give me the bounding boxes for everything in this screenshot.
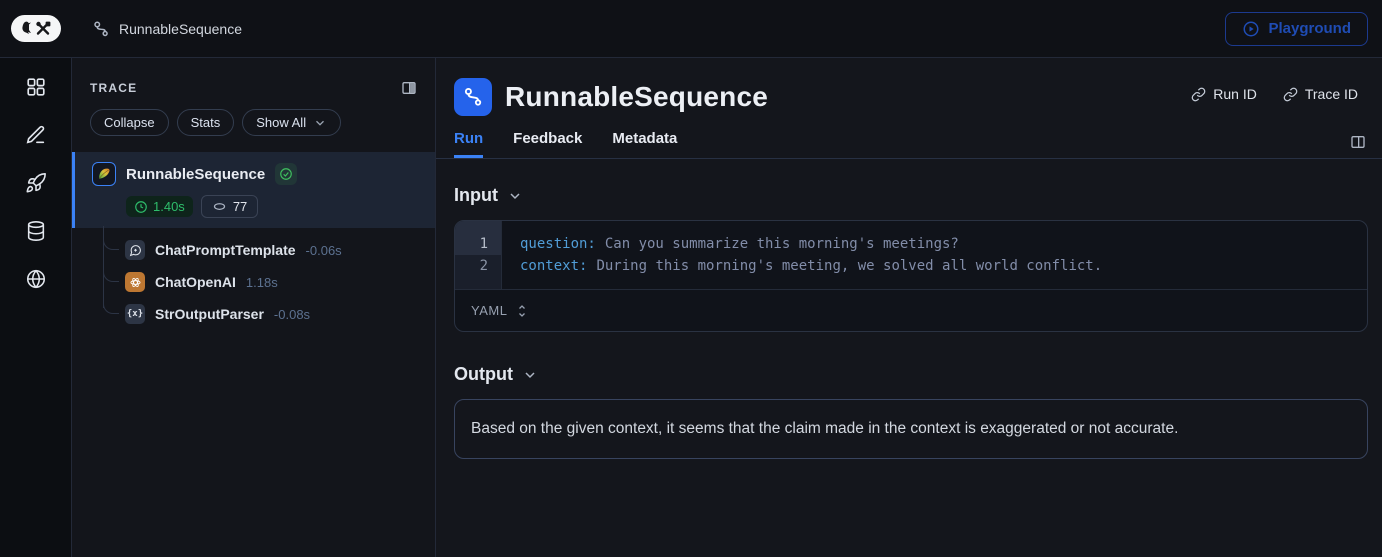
hub-globe-icon[interactable] <box>23 266 49 292</box>
trace-node-latency: -0.08s <box>273 306 311 322</box>
link-icon <box>1283 87 1298 102</box>
yaml-value: Can you summarize this morning's meeting… <box>604 236 959 252</box>
page-title: RunnableSequence <box>505 81 769 112</box>
output-section-header[interactable]: Output <box>454 364 1368 385</box>
play-circle-icon <box>1243 21 1259 36</box>
yaml-key: question: <box>520 236 596 252</box>
latency-badge: 1.40s <box>126 196 193 217</box>
trace-id-label: Trace ID <box>1304 86 1358 102</box>
annotation-pencil-icon[interactable] <box>23 122 49 148</box>
show-all-label: Show All <box>256 115 307 130</box>
run-id-label: Run ID <box>1213 86 1257 102</box>
langsmith-logo[interactable] <box>11 15 61 42</box>
deployments-rocket-icon[interactable] <box>23 170 49 196</box>
tree-elbow-line <box>103 258 119 282</box>
run-content: Input 1 2 question: Can you summarize thi… <box>436 159 1382 557</box>
stats-button-label: Stats <box>190 115 221 130</box>
breadcrumb: RunnableSequence <box>72 20 1225 38</box>
trace-node-runnablesequence[interactable]: RunnableSequence 1.40s <box>72 152 435 228</box>
collapse-button-label: Collapse <box>104 115 155 130</box>
run-detail-panel: RunnableSequence Run ID <box>436 58 1382 557</box>
trace-node-latency: -0.06s <box>305 242 342 258</box>
code-line: question: Can you summarize this morning'… <box>520 233 1367 255</box>
chevron-updown-icon <box>516 304 528 318</box>
trace-node-name: ChatOpenAI <box>155 274 236 290</box>
trace-node-name: ChatPromptTemplate <box>155 242 296 258</box>
success-check-icon <box>275 163 298 185</box>
parrot-and-tools-icon <box>22 21 51 35</box>
trace-node-latency: 1.18s <box>245 274 278 290</box>
output-heading: Output <box>454 364 513 384</box>
chevron-down-icon <box>507 188 523 204</box>
latency-value: 1.40s <box>153 199 185 214</box>
nav-rail <box>0 58 72 557</box>
clock-icon <box>135 200 147 213</box>
sequence-icon <box>92 20 110 38</box>
trace-panel: TRACE Collapse Stats Show All <box>72 58 436 557</box>
token-count-badge: 77 <box>200 195 259 218</box>
input-code-block: 1 2 question: Can you summarize this morn… <box>454 220 1368 332</box>
chevron-down-icon <box>522 367 538 383</box>
parser-braces-icon: {x} <box>125 304 145 324</box>
collapse-button[interactable]: Collapse <box>90 109 169 136</box>
projects-grid-icon[interactable] <box>23 74 49 100</box>
trace-node-stroutputparser[interactable]: {x} StrOutputParser -0.08s <box>103 290 435 330</box>
datasets-database-icon[interactable] <box>23 218 49 244</box>
trace-tree: RunnableSequence 1.40s <box>72 152 435 330</box>
output-text: Based on the given context, it seems tha… <box>471 420 1179 437</box>
prompt-bubble-icon <box>125 240 145 260</box>
logo-cell <box>0 15 72 42</box>
yaml-code[interactable]: question: Can you summarize this morning'… <box>502 221 1367 289</box>
run-id-button[interactable]: Run ID <box>1191 86 1257 102</box>
top-bar: RunnableSequence Playground <box>0 0 1382 58</box>
chevron-down-icon <box>313 116 327 130</box>
link-icon <box>1191 87 1206 102</box>
output-box: Based on the given context, it seems tha… <box>454 399 1368 459</box>
playground-button[interactable]: Playground <box>1225 11 1368 46</box>
format-label: YAML <box>471 303 508 318</box>
line-number: 2 <box>479 258 488 274</box>
show-all-dropdown[interactable]: Show All <box>242 109 342 136</box>
trace-id-button[interactable]: Trace ID <box>1283 86 1358 102</box>
parrot-icon <box>92 162 116 186</box>
trace-node-chatprompttemplate[interactable]: ChatPromptTemplate -0.06s <box>103 226 435 266</box>
runnable-sequence-icon <box>454 78 492 116</box>
token-coin-icon <box>212 199 227 214</box>
tab-bar: Run Feedback Metadata <box>436 116 1382 159</box>
yaml-value: During this morning's meeting, we solved… <box>596 258 1103 274</box>
tab-feedback[interactable]: Feedback <box>513 130 583 147</box>
tree-elbow-line <box>103 226 119 250</box>
tree-elbow-line <box>103 290 119 314</box>
tab-metadata[interactable]: Metadata <box>612 130 678 147</box>
trace-node-chatopenai[interactable]: ChatOpenAI 1.18s <box>103 258 435 298</box>
openai-icon <box>125 272 145 292</box>
input-heading: Input <box>454 185 498 205</box>
trace-node-name: StrOutputParser <box>155 306 264 322</box>
playground-label: Playground <box>1268 20 1351 37</box>
collapse-panel-icon[interactable] <box>401 80 417 96</box>
trace-node-name: RunnableSequence <box>126 165 266 183</box>
code-line: context: During this morning's meeting, w… <box>520 255 1367 277</box>
stats-button[interactable]: Stats <box>176 109 235 136</box>
yaml-key: context: <box>520 258 588 274</box>
tab-run[interactable]: Run <box>454 130 484 158</box>
line-number-gutter: 1 2 <box>455 221 502 289</box>
collapse-side-panel-icon[interactable] <box>1350 134 1366 158</box>
breadcrumb-label[interactable]: RunnableSequence <box>119 20 242 37</box>
token-count-value: 77 <box>232 199 248 214</box>
format-selector[interactable]: YAML <box>455 289 1367 331</box>
line-number: 1 <box>455 221 501 255</box>
input-section-header[interactable]: Input <box>454 185 1368 206</box>
trace-panel-title: TRACE <box>90 81 138 95</box>
